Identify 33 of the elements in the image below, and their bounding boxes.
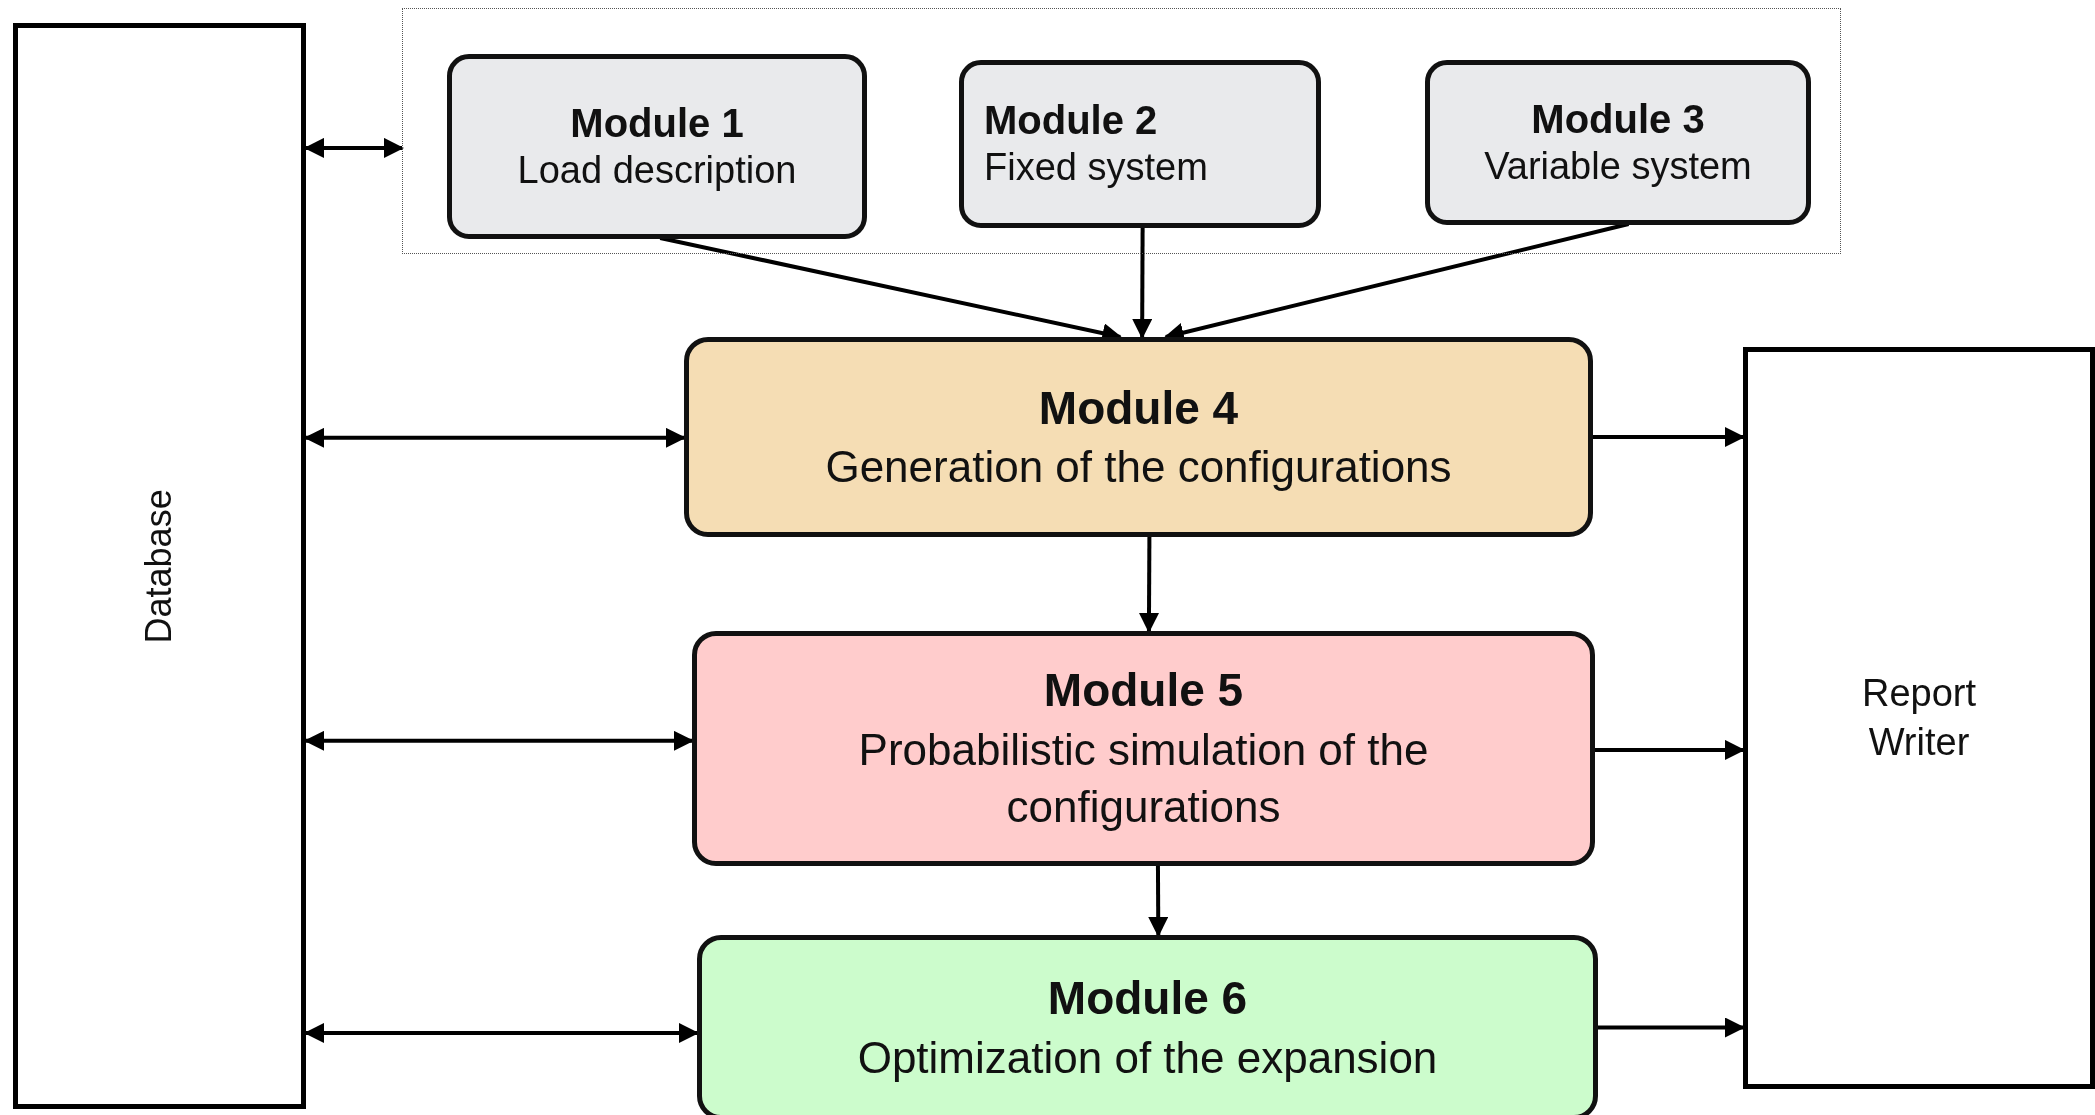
module-description: Probabilistic simulation of the configurations	[857, 724, 1430, 834]
module-box	[1425, 60, 1811, 225]
module-title: Module 5	[1043, 663, 1244, 719]
module-title: Module 6	[1047, 971, 1248, 1026]
arrow	[1148, 866, 1169, 937]
arrow	[1593, 427, 1745, 447]
module-box	[959, 60, 1321, 228]
module-description: Generation of the configurations	[824, 441, 1453, 494]
arrow	[1139, 537, 1159, 633]
module-description: Load description	[517, 147, 797, 193]
arrow	[1598, 1017, 1745, 1038]
arrow	[1132, 227, 1153, 339]
node-label: Report Writer	[1860, 670, 1978, 765]
arrow	[1595, 739, 1745, 760]
module-box	[684, 337, 1593, 537]
module-description: Variable system	[1484, 143, 1752, 189]
node-label: Database	[137, 488, 181, 644]
module-title: Module 4	[1038, 380, 1239, 436]
arrow	[304, 1023, 699, 1043]
module-title: Module 1	[570, 99, 744, 147]
module-description: Optimization of the expansion	[856, 1031, 1439, 1084]
arrow	[304, 730, 694, 751]
module-description: Fixed system	[984, 145, 1208, 191]
module-title: Module 3	[1531, 95, 1705, 143]
report-writer-box	[1743, 347, 2095, 1089]
arrow	[304, 427, 686, 448]
module-box	[692, 631, 1595, 866]
database-box	[13, 23, 306, 1109]
module-group-frame	[402, 8, 1841, 254]
module-box	[447, 54, 867, 239]
arrow	[304, 137, 404, 158]
module-box	[697, 935, 1598, 1115]
module-title: Module 2	[984, 97, 1158, 145]
